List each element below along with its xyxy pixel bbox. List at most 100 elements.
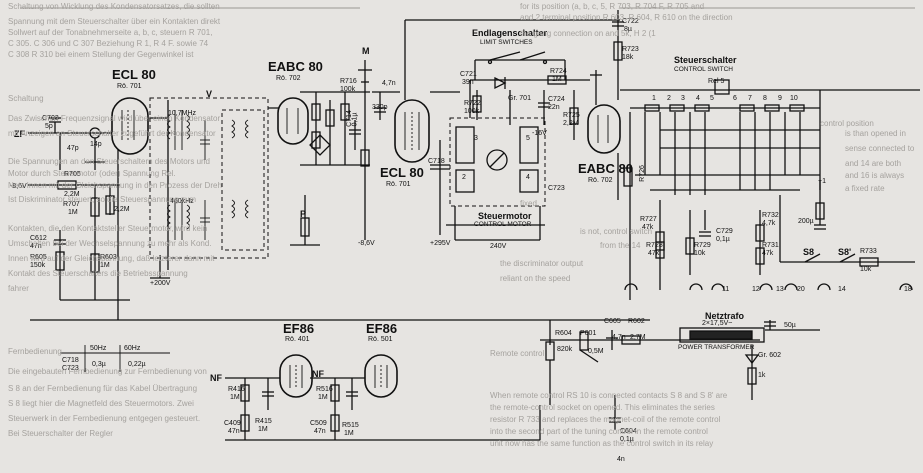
ghost-left-line: Spannung mit dem Steuerschalter über ein… (8, 17, 221, 26)
r716-label: R716 (340, 78, 357, 85)
terminal-arcs (624, 283, 913, 291)
r733-label: R733 (860, 248, 877, 255)
control-switch-de: Steuerschalter (674, 55, 737, 65)
ghost-right-line: reliant on the speed (500, 274, 571, 283)
sw-num-9: 9 (778, 95, 782, 102)
ghost-right-line: from the 14 (600, 241, 641, 250)
ecl80-left-tube (111, 97, 169, 270)
frequency-table-lines (60, 345, 170, 372)
r707-value: 1M (68, 209, 78, 216)
transformer-spec: 2×17,5V~ (702, 320, 733, 327)
r729-label: R729 (694, 242, 711, 249)
r415-label: R415 (255, 418, 272, 425)
eabc80-right-ref: Rö. 702 (588, 177, 613, 184)
r603-label: R603 (100, 254, 117, 261)
r733-value: 10k (860, 266, 872, 273)
r705-label: R705 (64, 171, 81, 178)
p601-value: 0,5M (588, 348, 604, 355)
table-value-50hz: 0,3µ (92, 361, 106, 368)
ef86-audio-section (225, 354, 541, 441)
limit-switches-de: Endlagenschalter (472, 28, 548, 38)
ghost-right-line: and 14 are both (845, 159, 902, 168)
r732-value: 4,7k (762, 220, 776, 227)
rel5-label: Rel 5 (708, 78, 725, 85)
r723-value: 18k (622, 54, 634, 61)
c703-value: 5p (45, 123, 53, 130)
table-row-c718: C718 (62, 357, 79, 364)
sw-num-3: 3 (681, 95, 685, 102)
zf-label: ZF (14, 129, 25, 139)
r705-value: 2,2M (64, 191, 80, 198)
sw-num-5: 5 (710, 95, 714, 102)
control-switch-en: CONTROL SWITCH (674, 66, 733, 73)
r605-value: 150k (30, 262, 46, 269)
lower-right-section (655, 180, 915, 290)
c4n-label: 4n (617, 456, 625, 463)
ghost-left-line: Sollwert auf der Tonabnehmerseite a, b, … (8, 28, 213, 37)
ghost-left-line: Umschalten bei der Wechselspannung zu me… (8, 239, 212, 248)
ghost-left-line: Ist Diskriminator steuert, so die Steuer… (8, 195, 197, 204)
ghost-left-line: C 305. C 306 und C 307 Beziehung R 1, R … (8, 39, 209, 48)
terminal-14: 14 (838, 286, 846, 293)
r722-value: 100k (464, 108, 480, 115)
terminal-13: 13 (776, 286, 784, 293)
sw-num-7: 7 (748, 95, 752, 102)
r723-label: R723 (622, 46, 639, 53)
ghost-left-line: S 8 liegt hier die Magnetfeld des Steuer… (8, 399, 194, 408)
c509-label: C509 (310, 420, 327, 427)
r604-label: R604 (555, 330, 572, 337)
c330p-label: 330p (372, 104, 388, 111)
ghost-right-line: When remote control RS 10 is connected c… (490, 391, 728, 400)
ghost-left-line: Fernbedienung (8, 347, 62, 356)
c47n-label: 4,7n (382, 80, 396, 87)
r603-value: 1M (100, 262, 110, 269)
ghost-left-line: fahrer (8, 284, 29, 293)
ghost-right-line: is not, control switch (580, 227, 653, 236)
eabc80-left-ref: Rö. 702 (276, 75, 301, 82)
sw-num-1: 1 (652, 95, 656, 102)
ef86-a-ref: Rö. 401 (285, 336, 310, 343)
power-transformer-de: Netztrafo (705, 311, 745, 321)
ghost-left-line: Kontakten, die den Kontaktsteller Steuer… (8, 224, 208, 233)
ghost-right-line: resistor R 733 and replaces the magnet-c… (490, 415, 721, 424)
freq-460khz: 460kHz (170, 198, 194, 205)
input-section-wires (28, 117, 650, 321)
r724-label: R724 (550, 68, 567, 75)
terminal-11: 11 (722, 286, 730, 293)
ghost-left-line: Innen wird auf der Gleichspannung, daß l… (8, 254, 215, 263)
c722-label: C722 (622, 18, 639, 25)
ghost-right-line: control position (820, 119, 874, 128)
r728-label: R728 (646, 242, 663, 249)
v86-label: -8,6V (10, 183, 27, 190)
if-transformer-box (149, 97, 269, 279)
ghost-right-line: sense connected to (845, 144, 915, 153)
eabc80-right-section (587, 10, 633, 200)
control-motor-de: Steuermotor (478, 211, 532, 221)
ghost-left-line: Bei Steuerschalter der Regler (8, 429, 113, 438)
c729-label: C729 (716, 228, 733, 235)
r415-value: 1M (258, 426, 268, 433)
gr602-label: Gr. 602 (758, 352, 781, 359)
ghost-left-line: Netz Innen mit der Gleichspannung in den… (8, 181, 222, 190)
r602-value: 2,7M (630, 334, 646, 341)
control-motor-en: CONTROL MOTOR (474, 221, 532, 228)
v240-label: 240V (490, 243, 507, 250)
c409-label: C409 (224, 420, 241, 427)
r602-label: R602 (628, 318, 645, 325)
motor-terminal-4: 4 (526, 174, 530, 181)
v200-label: +200V (150, 280, 171, 287)
s8-label: S8 (803, 247, 815, 257)
c509-value: 47n (314, 428, 326, 435)
c721-value: 39n (462, 79, 474, 86)
gr701-label: Gr. 701 (508, 95, 531, 102)
c200-label: 200µ (798, 218, 814, 225)
ef86-a-name: EF86 (283, 321, 315, 336)
ghost-right-line: into the second part of the tuning contr… (490, 427, 708, 436)
r726-label: R726 (638, 165, 646, 182)
ghost-left-line: mit Anzeigen an Steuerschalter zugeführt… (8, 129, 216, 138)
table-value-60hz: 0,22µ (128, 361, 146, 368)
control-switch-block (620, 79, 920, 300)
ghost-right-line: unit now has the same function as the co… (490, 439, 714, 448)
eabc80-left-name: EABC 80 (268, 59, 323, 74)
